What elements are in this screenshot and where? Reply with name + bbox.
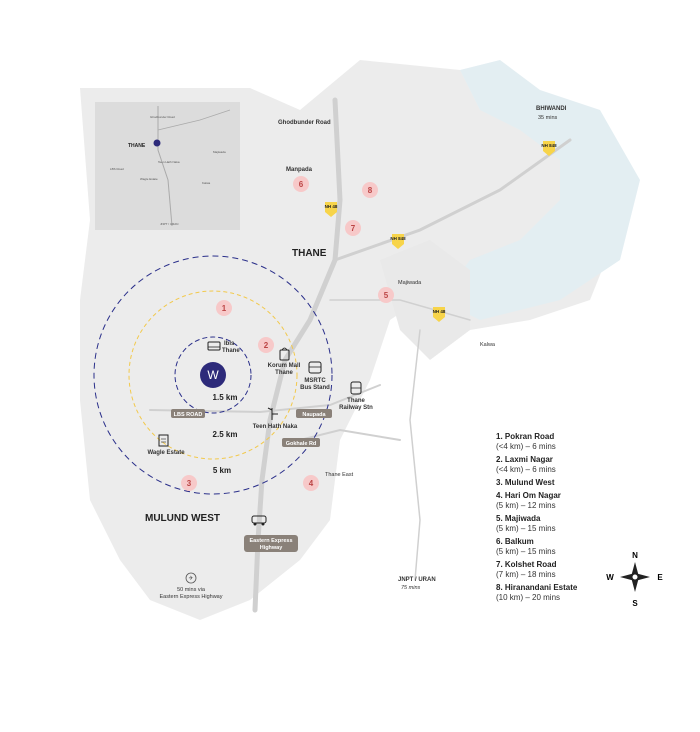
inset-label: Wagle Estate — [140, 177, 158, 181]
legend-item: 4. Hari Om Nagar(5 km) – 12 mins — [496, 491, 561, 510]
svg-text:2: 2 — [264, 341, 269, 350]
landmark-label: Wagle Estate — [147, 450, 185, 456]
water-creek — [440, 60, 640, 320]
svg-text:6: 6 — [299, 180, 304, 189]
junction-icon — [267, 407, 278, 420]
legend-item: 8. Hiranandani Estate(10 km) – 20 mins — [496, 583, 578, 602]
place-label-bhiwandi: BHIWANDI — [536, 106, 567, 112]
landmark-label: Railway Stn — [339, 405, 373, 411]
svg-text:W: W — [207, 368, 219, 382]
svg-text:8: 8 — [368, 186, 373, 195]
svg-text:Gokhale Rd: Gokhale Rd — [286, 441, 317, 447]
time-label: 75 mins — [401, 585, 421, 591]
road-tag-lbs: LBS ROAD — [171, 409, 205, 418]
landmark-label: MSRTC — [304, 378, 326, 384]
highway-shield: NH 848 — [390, 234, 406, 249]
location-pin-3[interactable]: 3 — [181, 475, 197, 491]
svg-text:4: 4 — [309, 479, 314, 488]
place-label-kalwa: Kalwa — [480, 342, 496, 348]
svg-text:Highway: Highway — [260, 545, 284, 551]
inset-label: Kalwa — [202, 181, 211, 185]
legend-item: 7. Kolshet Road(7 km) – 18 mins — [496, 560, 557, 579]
airport-time: 50 mins via — [177, 587, 206, 593]
city-label: THANE — [292, 248, 327, 259]
inset-label: Majiwada — [213, 150, 226, 154]
legend-item: 6. Balkum(5 km) – 15 mins — [496, 537, 556, 556]
place-label-manpada: Manpada — [286, 167, 313, 173]
radius-label: 5 km — [213, 466, 231, 475]
landmark-label: Bus Stand — [300, 385, 330, 391]
svg-text:3: 3 — [187, 479, 192, 488]
compass-w: W — [606, 573, 614, 582]
svg-text:NH 848: NH 848 — [390, 236, 406, 241]
svg-text:Eastern Express: Eastern Express — [249, 538, 292, 544]
svg-text:NH 848: NH 848 — [541, 143, 557, 148]
inset-label: LBS Road — [110, 167, 124, 171]
mulund-label: MULUND WEST — [145, 513, 220, 524]
compass-icon: N S E W — [606, 551, 663, 608]
highway-shield: NH 848 — [541, 141, 557, 156]
svg-text:NH 48: NH 48 — [433, 309, 446, 314]
road-tag-naupada: Naupada — [296, 409, 332, 418]
highway-shield: NH 48 — [433, 307, 446, 322]
place-label-jnpt: JNPT / URAN — [398, 577, 436, 583]
radius-circles — [93, 255, 333, 495]
location-pin-1[interactable]: 1 — [216, 300, 232, 316]
landmark-label: Korum Mall — [268, 363, 301, 369]
time-label: 35 mins — [538, 115, 558, 121]
road-tag-gokhale: Gokhale Rd — [282, 438, 320, 447]
inset-label: Ghodbunder Road — [150, 115, 175, 119]
location-pin-4[interactable]: 4 — [303, 475, 319, 491]
land-east — [380, 240, 470, 360]
landmark-label: Teen Hath Naka — [253, 424, 298, 430]
landmark-label: Thane — [222, 348, 240, 354]
airport-marker: ✈ 50 mins via Eastern Express Highway — [160, 572, 223, 600]
legend-item: 5. Majiwada(5 km) – 15 mins — [496, 514, 556, 533]
bus-icon — [308, 361, 322, 374]
svg-text:5: 5 — [384, 291, 389, 300]
legend-item: 3. Mulund West — [496, 478, 555, 487]
svg-text:LBS ROAD: LBS ROAD — [174, 412, 203, 418]
place-label-thane-east: Thane East — [325, 472, 354, 478]
highway-shield: NH 48 — [325, 202, 338, 217]
project-logo[interactable]: W — [200, 362, 226, 388]
compass-e: E — [657, 573, 663, 582]
landmark-label: Ibis — [224, 341, 235, 347]
svg-text:✈: ✈ — [188, 575, 193, 582]
svg-text:Naupada: Naupada — [302, 412, 326, 418]
svg-text:1: 1 — [222, 304, 227, 313]
airport-route: Eastern Express Highway — [160, 594, 223, 600]
legend-item: 2. Laxmi Nagar(<4 km) – 6 mins — [496, 455, 556, 474]
inset-label: Teen Hath Naka — [158, 160, 180, 164]
svg-text:7: 7 — [351, 224, 356, 233]
radius-label: 1.5 km — [213, 393, 238, 402]
location-pin-5[interactable]: 5 — [378, 287, 394, 303]
building-icon — [158, 434, 169, 447]
landmark-label: Thane — [275, 370, 293, 376]
location-pin-2[interactable]: 2 — [258, 337, 274, 353]
location-pin-8[interactable]: 8 — [362, 182, 378, 198]
inset-label: JNPT / URAN — [160, 222, 178, 226]
legend-item: 1. Pokran Road(<4 km) – 6 mins — [496, 432, 556, 451]
road-label-ghodbunder: Ghodbunder Road — [278, 120, 331, 126]
location-pin-6[interactable]: 6 — [293, 176, 309, 192]
inset-map: THANE Ghodbunder Road Majiwada Teen Hath… — [95, 102, 240, 230]
radius-label: 2.5 km — [213, 430, 238, 439]
train-icon — [350, 381, 362, 395]
landmark-label: Thane — [347, 398, 365, 404]
car-icon — [251, 515, 267, 526]
place-label-majiwada: Majiwada — [398, 280, 422, 286]
hotel-icon — [207, 341, 221, 351]
shopping-bag-icon — [279, 347, 290, 361]
location-pin-7[interactable]: 7 — [345, 220, 361, 236]
location-legend: 1. Pokran Road(<4 km) – 6 mins 2. Laxmi … — [496, 432, 616, 606]
compass-n: N — [632, 551, 638, 560]
road-tag-eastern-express: Eastern Express Highway — [244, 535, 298, 552]
inset-city-label: THANE — [128, 143, 146, 149]
compass-s: S — [632, 599, 638, 608]
svg-text:NH 48: NH 48 — [325, 204, 338, 209]
